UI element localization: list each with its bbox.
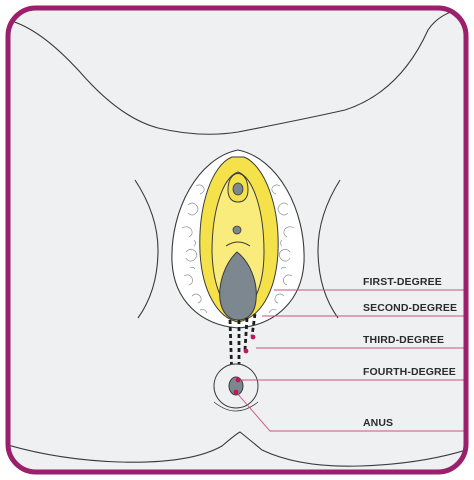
marker-anus	[234, 390, 239, 395]
urethra	[233, 226, 241, 234]
marker-third-degree-lower	[244, 349, 249, 354]
label-fourth-degree: FOURTH-DEGREE	[363, 366, 456, 378]
label-third-degree: THIRD-DEGREE	[363, 334, 444, 346]
clitoris	[233, 183, 243, 195]
marker-fourth-degree	[236, 378, 241, 383]
marker-third-degree	[251, 335, 256, 340]
label-second-degree: SECOND-DEGREE	[363, 302, 457, 314]
label-anus: ANUS	[363, 417, 393, 429]
label-first-degree: FIRST-DEGREE	[363, 276, 442, 288]
